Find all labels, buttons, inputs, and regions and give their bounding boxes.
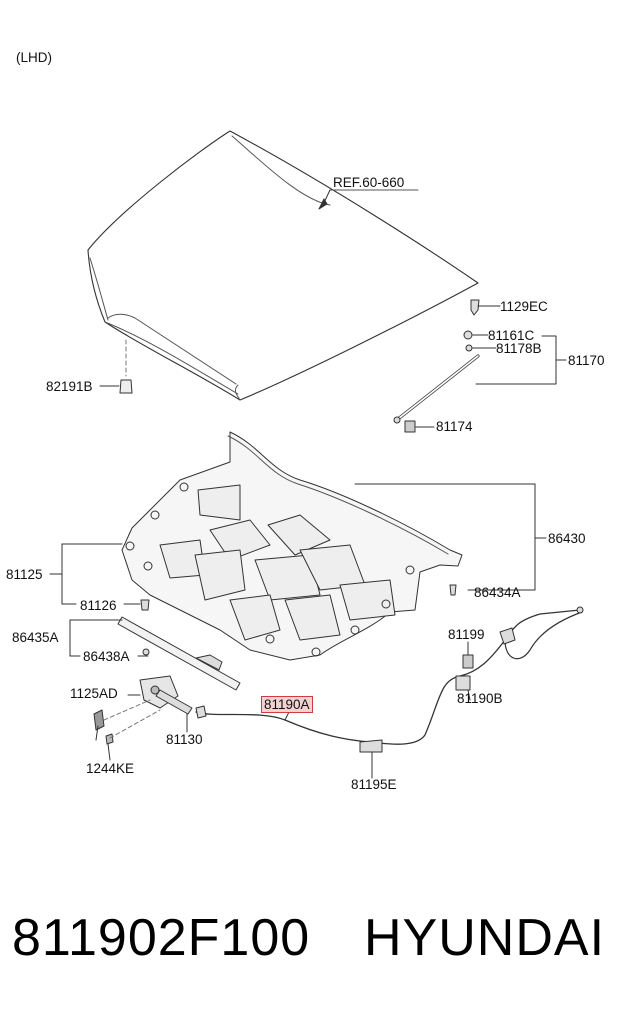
part-label-81178B[interactable]: 81178B: [496, 341, 542, 356]
footer-part-number: 811902F100: [12, 909, 311, 967]
bumper-pad-82191B: [99, 339, 133, 394]
part-label-81126[interactable]: 81126: [80, 598, 117, 613]
part-label-81190A-highlighted[interactable]: 81190A: [261, 696, 313, 713]
part-label-86435A[interactable]: 86435A: [12, 630, 59, 645]
hood-insulator: [121, 431, 547, 661]
part-label-82191B[interactable]: 82191B: [46, 379, 93, 394]
latch-assembly: [93, 675, 193, 761]
release-cable: [195, 606, 584, 779]
part-label-1125AD[interactable]: 1125AD: [70, 686, 118, 701]
part-label-86434A[interactable]: 86434A: [474, 585, 521, 600]
footer-brand: HYUNDAI: [364, 909, 606, 967]
variant-label: (LHD): [16, 50, 52, 65]
hood-panel: [87, 130, 479, 401]
part-label-81195E[interactable]: 81195E: [351, 777, 397, 792]
part-label-86430[interactable]: 86430: [548, 531, 586, 546]
part-label-86438A[interactable]: 86438A: [83, 649, 130, 664]
part-label-81125[interactable]: 81125: [6, 567, 43, 582]
ref-leader: [318, 189, 419, 210]
clip-brace: [49, 543, 150, 611]
part-label-1244KE[interactable]: 1244KE: [86, 761, 135, 776]
part-label-81190B[interactable]: 81190B: [457, 691, 503, 706]
hood-lift-support: [393, 299, 567, 433]
part-label-81130[interactable]: 81130: [166, 732, 203, 747]
part-label-81174[interactable]: 81174: [436, 419, 473, 434]
part-label-81170[interactable]: 81170: [568, 353, 605, 368]
reference-label[interactable]: REF.60-660: [333, 175, 405, 190]
part-label-1129EC[interactable]: 1129EC: [500, 299, 548, 314]
part-label-81199[interactable]: 81199: [448, 627, 485, 642]
part-label-81161C[interactable]: 81161C: [488, 328, 535, 343]
latch-stiffener: [69, 616, 241, 691]
